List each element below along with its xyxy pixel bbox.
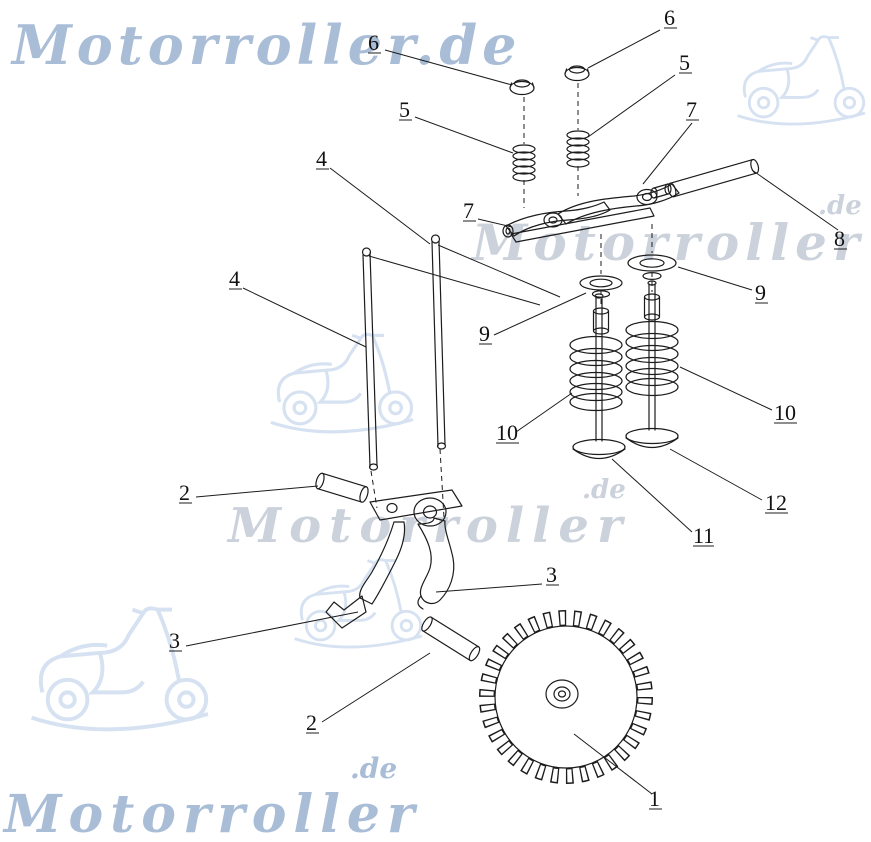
part-label-9-left: 9: [479, 321, 490, 346]
assembly-axis-lines: [368, 83, 653, 519]
watermark-right-text: Motorroller: [470, 213, 865, 272]
adjuster-spring-right-part: [566, 130, 590, 168]
scooter-logo-icon: [29, 606, 210, 732]
part-label-7-left: 7: [463, 198, 474, 223]
valve-left-part: [572, 293, 626, 460]
adjuster-spring-left-part: [512, 144, 536, 182]
part-label-10-left: 10: [496, 420, 518, 445]
timing-gear-part: [479, 610, 653, 784]
part-number-labels: 6 6 5 5 7 7 8 4 4 9 9 10 10 11 12 2 2: [169, 5, 847, 811]
part-label-1: 1: [649, 786, 660, 811]
scooter-logo-icon: [293, 558, 424, 649]
watermark-bottom-de: .de: [350, 752, 397, 785]
part-label-11: 11: [693, 523, 714, 548]
part-label-2-upper: 2: [179, 480, 190, 505]
part-label-7-right: 7: [686, 97, 697, 122]
scooter-logo-icon: [736, 35, 867, 126]
rocker-arm-assembly-part: [502, 183, 680, 243]
valve-spring-right-part: [625, 320, 679, 397]
pushrod-right-part: [430, 234, 447, 450]
part-label-3-right: 3: [546, 562, 557, 587]
part-label-4-top: 4: [316, 146, 327, 171]
valve-guide-left-part: [592, 307, 610, 335]
cap-nut-right-part: [564, 65, 590, 82]
watermark-right-de: .de: [818, 191, 862, 221]
watermark-center-de: .de: [582, 475, 626, 505]
cam-follower-arm-right-part: [417, 517, 455, 610]
part-label-8: 8: [834, 226, 845, 251]
part-label-10-right: 10: [774, 400, 796, 425]
part-label-9-right: 9: [755, 280, 766, 305]
watermark-layer: Motorroller.de .de Motorroller .de Motor…: [2, 13, 867, 842]
part-label-6-right: 6: [664, 5, 675, 30]
cam-follower-arm-left-part: [325, 521, 406, 629]
watermark-center-text: Motorroller: [226, 498, 630, 554]
pushrod-left-part: [361, 247, 379, 471]
valve-guide-right-part: [643, 293, 661, 321]
watermark-top-text: Motorroller.de: [10, 13, 521, 77]
watermark-bottom-text: Motorroller: [2, 784, 421, 842]
leader-lines: [185, 29, 839, 795]
spring-retainer-left-part: [579, 275, 623, 298]
cam-follower-bracket-part: [369, 489, 463, 527]
part-label-12: 12: [765, 490, 787, 515]
valve-right-part: [625, 280, 679, 449]
spring-retainer-right-part: [627, 254, 677, 281]
part-label-4-left: 4: [229, 266, 240, 291]
part-label-5-left: 5: [399, 97, 410, 122]
part-label-5-right: 5: [679, 50, 690, 75]
rocker-shaft-part: [667, 158, 760, 198]
pivot-pin-lower-part: [421, 616, 481, 662]
scooter-logo-icon: [269, 332, 415, 434]
part-label-6-left: 6: [368, 30, 379, 55]
pivot-pin-upper-part: [315, 472, 369, 503]
cap-nut-left-part: [509, 79, 535, 96]
part-label-3-left: 3: [169, 628, 180, 653]
part-label-2-lower: 2: [306, 710, 317, 735]
